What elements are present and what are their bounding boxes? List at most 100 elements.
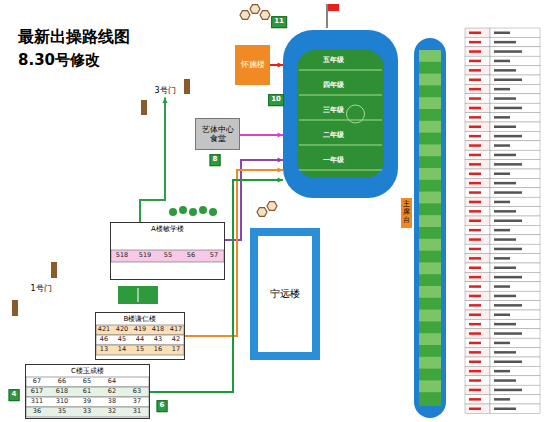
table-mark (469, 182, 481, 185)
table-cell (490, 94, 540, 103)
route-arrow (240, 132, 283, 137)
table-mark (494, 351, 516, 354)
room-number: 311 (31, 398, 43, 405)
table-cell (490, 56, 540, 65)
turf-stripe (419, 239, 441, 251)
room-number: 55 (164, 252, 172, 259)
grade-label: 一年级 (323, 156, 344, 164)
turf-stripe (419, 357, 441, 369)
room-number: 39 (83, 398, 91, 405)
table-mark (469, 163, 481, 166)
grade-line (299, 70, 382, 71)
table-mark (469, 60, 481, 63)
grade-line (299, 120, 382, 121)
table-mark (469, 220, 481, 223)
table-cell (465, 244, 490, 253)
table-mark (494, 408, 516, 411)
table-cell (490, 329, 540, 338)
table-mark (494, 154, 516, 157)
route-arrow (270, 62, 283, 67)
table-mark (494, 79, 522, 82)
room-number: 519 (139, 252, 151, 259)
table-mark (469, 201, 481, 204)
table-cell (465, 282, 490, 291)
room-number: 417 (170, 326, 182, 333)
table-mark (494, 267, 516, 270)
route-number: 10 (268, 94, 284, 106)
table-mark (494, 182, 516, 185)
table-cell (465, 338, 490, 347)
route-number: 8 (210, 154, 221, 166)
table-mark (494, 201, 510, 204)
table-cell (490, 160, 540, 169)
grade-label: 四年级 (323, 81, 344, 89)
table-cell (465, 216, 490, 225)
table-mark (494, 32, 510, 35)
arrow-head (278, 62, 283, 67)
room-number: 35 (58, 408, 66, 415)
gate-label: 1号门 (26, 282, 56, 296)
room-number: 16 (154, 346, 162, 353)
turf-stripe (419, 262, 441, 274)
table-cell (465, 160, 490, 169)
room-number: 32 (108, 408, 116, 415)
grade-label: 五年级 (323, 56, 344, 64)
table-cell (465, 47, 490, 56)
table-mark (494, 116, 510, 119)
table-mark (469, 32, 481, 35)
pavilion (240, 5, 277, 217)
table-mark (494, 248, 522, 251)
grade-line (299, 95, 382, 96)
room-number: 56 (187, 252, 195, 259)
room-number: 418 (152, 326, 164, 333)
table-mark (494, 276, 522, 279)
building-name: 食堂 (210, 134, 226, 143)
table-cell (490, 310, 540, 319)
table-mark (494, 332, 522, 335)
table-cell (465, 310, 490, 319)
table-cell (490, 113, 540, 122)
room-number: 44 (136, 336, 144, 343)
room-number: 67 (33, 378, 41, 385)
table-cell (465, 329, 490, 338)
table-cell (490, 37, 540, 46)
table-mark (469, 69, 481, 72)
table-mark (494, 135, 522, 138)
turf-stripe (419, 121, 441, 133)
table-cell (465, 178, 490, 187)
table-cell (490, 357, 540, 366)
table-cell (490, 301, 540, 310)
table-mark (469, 154, 481, 157)
table-cell (490, 84, 540, 93)
turf-stripe (419, 310, 441, 322)
table-mark (469, 50, 481, 53)
building-name: 宁远楼 (270, 288, 300, 300)
table-mark (469, 191, 481, 194)
building-box: A楼敏学楼 (110, 222, 225, 280)
turf-stripe (419, 192, 441, 204)
route-number: 4 (9, 389, 20, 401)
room-number: 31 (133, 408, 141, 415)
table-cell (490, 75, 540, 84)
table-cell (465, 66, 490, 75)
table-cell (465, 131, 490, 140)
table-cell (490, 338, 540, 347)
table-cell (490, 263, 540, 272)
room-number: 421 (98, 326, 110, 333)
table-mark (469, 398, 481, 401)
table-cell (465, 37, 490, 46)
table-mark (494, 107, 522, 110)
table-mark (469, 135, 481, 138)
table-cell (490, 150, 540, 159)
table-cell (465, 254, 490, 263)
table-cell (490, 254, 540, 263)
gate-label: 3号门 (150, 84, 180, 98)
table-cell (465, 301, 490, 310)
table-cell (490, 291, 540, 300)
table-cell (490, 395, 540, 404)
table-cell (465, 197, 490, 206)
table-mark (469, 304, 481, 307)
turf-stripe (419, 380, 441, 392)
table-mark (469, 144, 481, 147)
table-cell (465, 103, 490, 112)
